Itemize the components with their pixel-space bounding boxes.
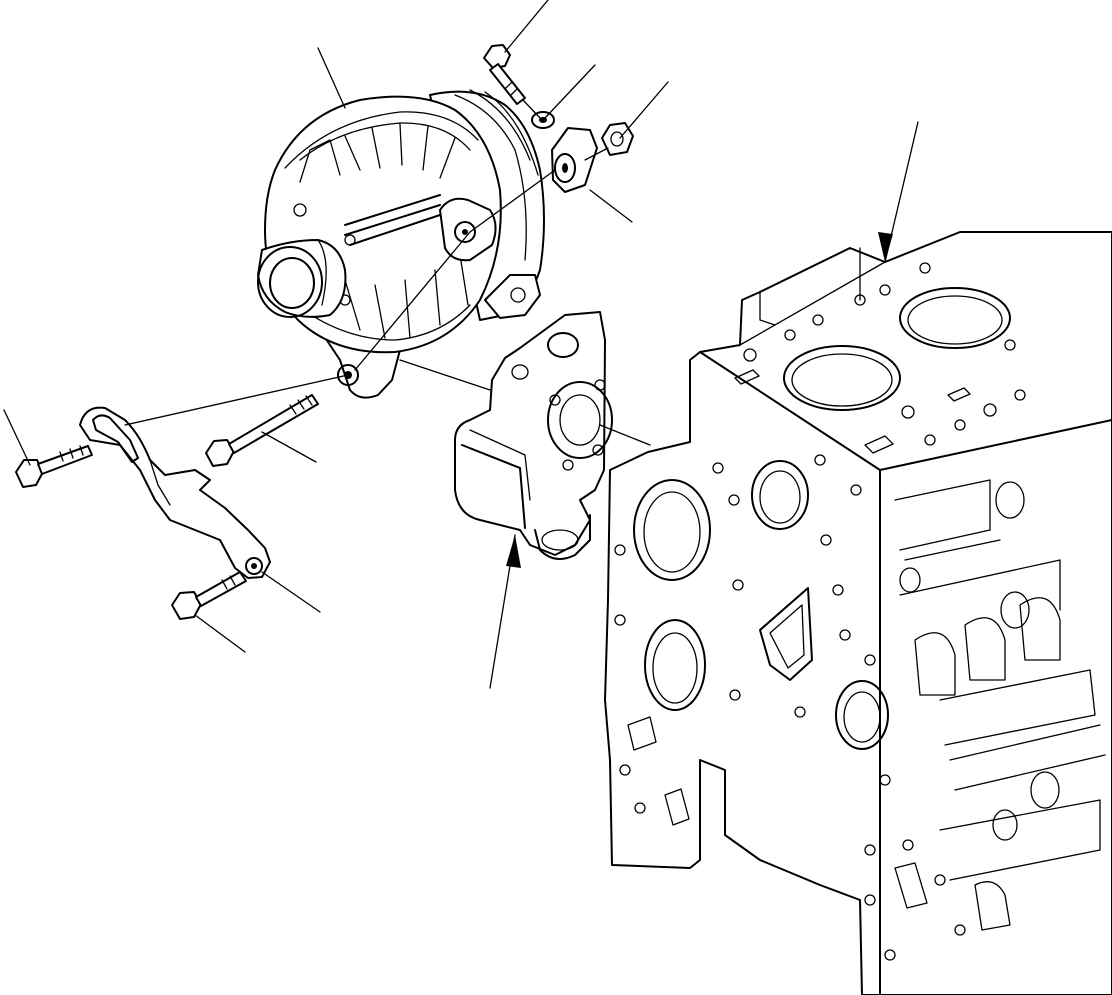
arrowheads <box>506 232 893 568</box>
block-side-details <box>759 247 1106 931</box>
washer <box>531 111 555 129</box>
lower-bolt <box>171 571 247 620</box>
alignment-lines <box>124 99 651 446</box>
leader-lines <box>3 0 919 689</box>
alternator <box>257 89 545 399</box>
mounting-bolt-top <box>483 44 526 105</box>
water-pump-housing <box>454 311 613 560</box>
front-face-holes <box>614 454 966 961</box>
spacer <box>551 127 598 193</box>
adjusting-bracket <box>79 406 271 579</box>
engine-block <box>604 231 1112 995</box>
long-through-bolt <box>205 394 319 467</box>
bracket-bolt <box>15 445 93 488</box>
